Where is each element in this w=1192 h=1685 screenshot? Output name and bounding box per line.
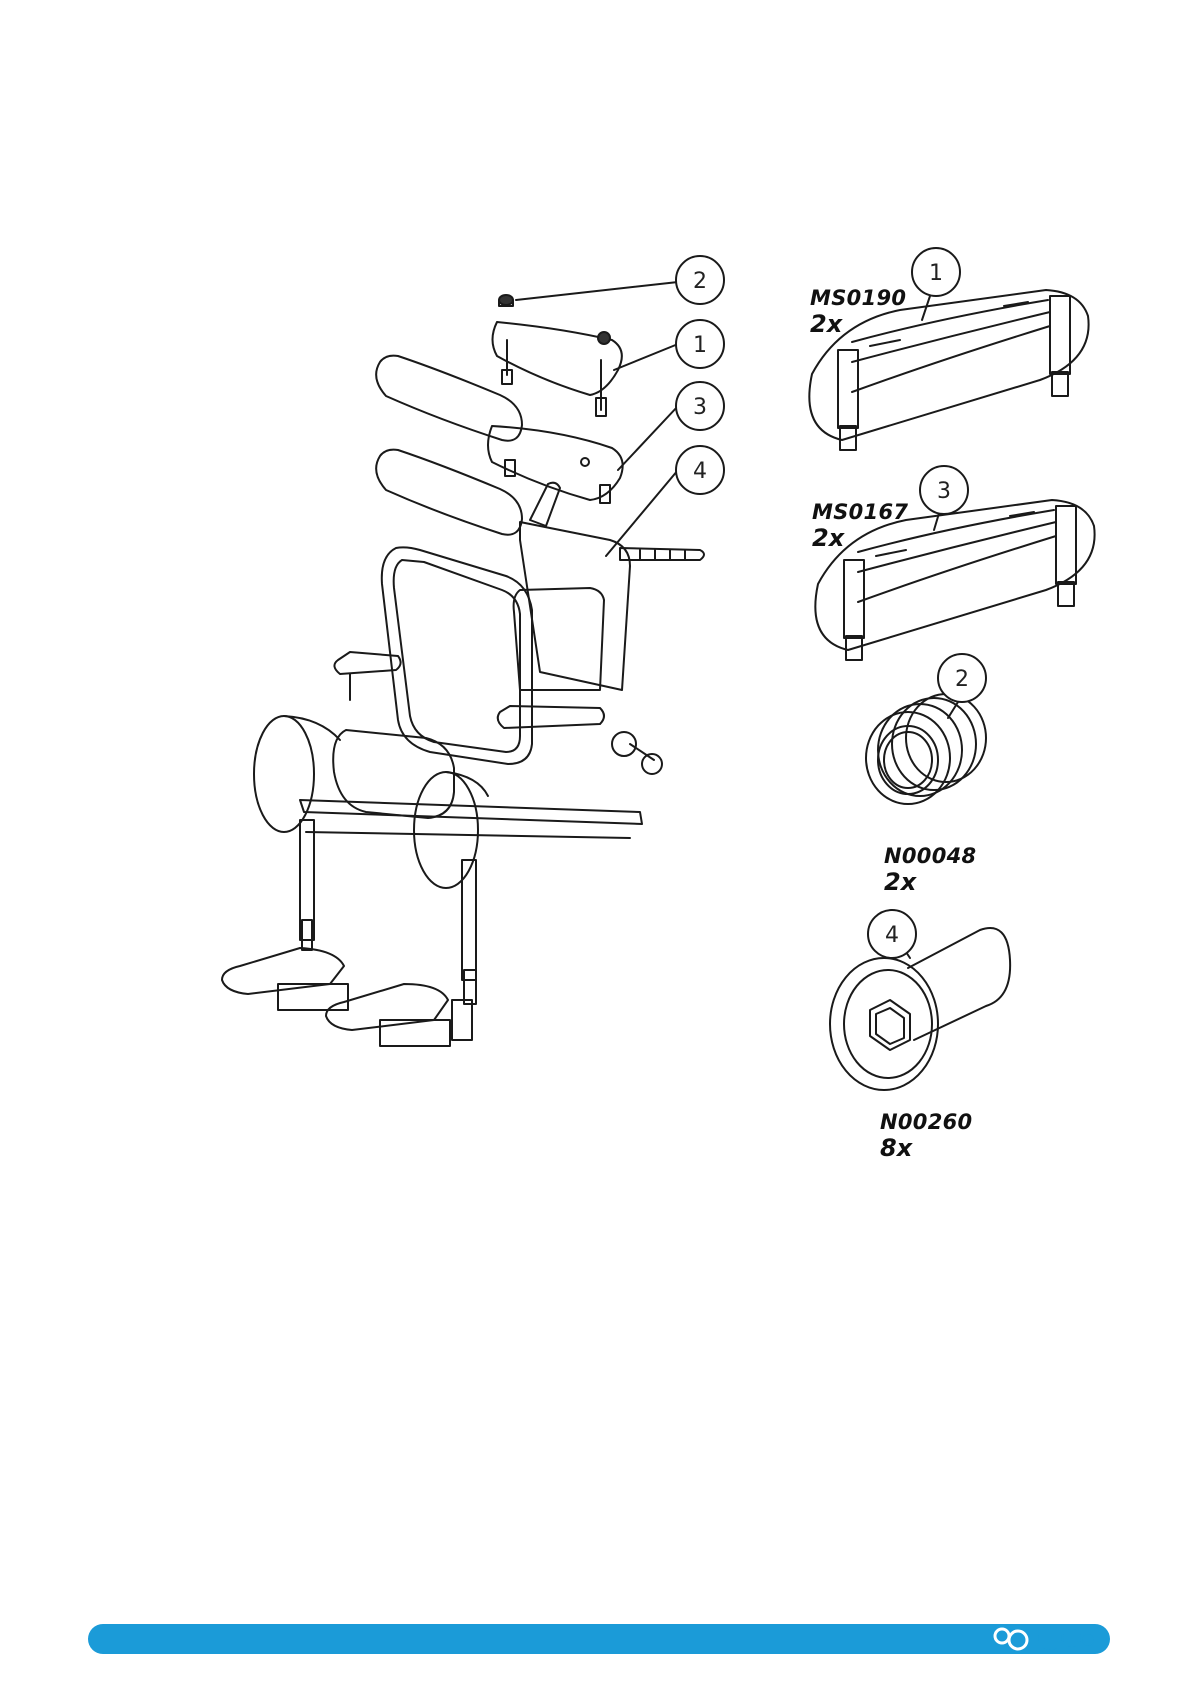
cap-plug-icon bbox=[866, 694, 986, 804]
footer-bar bbox=[88, 1624, 1110, 1654]
part-label-n00260: N00260 8x bbox=[880, 1112, 972, 1160]
callout-2: 2 bbox=[676, 256, 724, 304]
part-quantity: 2x bbox=[884, 870, 976, 894]
chair-assembly-icon bbox=[222, 295, 704, 1046]
hex-bolt-icon bbox=[830, 928, 1010, 1090]
callout-3: 3 bbox=[676, 382, 724, 430]
svg-text:2: 2 bbox=[693, 269, 707, 294]
svg-text:1: 1 bbox=[693, 333, 707, 358]
svg-text:4: 4 bbox=[885, 923, 899, 948]
callout-1: 1 bbox=[676, 320, 724, 368]
part-code: MS0167 bbox=[812, 502, 908, 523]
part-quantity: 8x bbox=[880, 1136, 972, 1160]
part-quantity: 2x bbox=[810, 312, 906, 336]
part-1-callout: 1 bbox=[912, 248, 960, 296]
part-quantity: 2x bbox=[812, 526, 908, 550]
part-2-callout: 2 bbox=[938, 654, 986, 702]
svg-text:3: 3 bbox=[937, 479, 951, 504]
part-label-ms0190: MS0190 2x bbox=[810, 288, 906, 336]
part-code: MS0190 bbox=[810, 288, 906, 309]
part-label-n00048: N00048 2x bbox=[884, 846, 976, 894]
part-label-ms0167: MS0167 2x bbox=[812, 502, 908, 550]
part-code: N00048 bbox=[884, 846, 976, 867]
callout-4: 4 bbox=[676, 446, 724, 494]
svg-text:2: 2 bbox=[955, 667, 969, 692]
part-code: N00260 bbox=[880, 1112, 972, 1133]
part-4-callout: 4 bbox=[868, 910, 916, 958]
part-3-callout: 3 bbox=[920, 466, 968, 514]
brand-dots-icon bbox=[990, 1620, 1100, 1660]
svg-text:1: 1 bbox=[929, 261, 943, 286]
svg-text:4: 4 bbox=[693, 459, 707, 484]
svg-text:3: 3 bbox=[693, 395, 707, 420]
